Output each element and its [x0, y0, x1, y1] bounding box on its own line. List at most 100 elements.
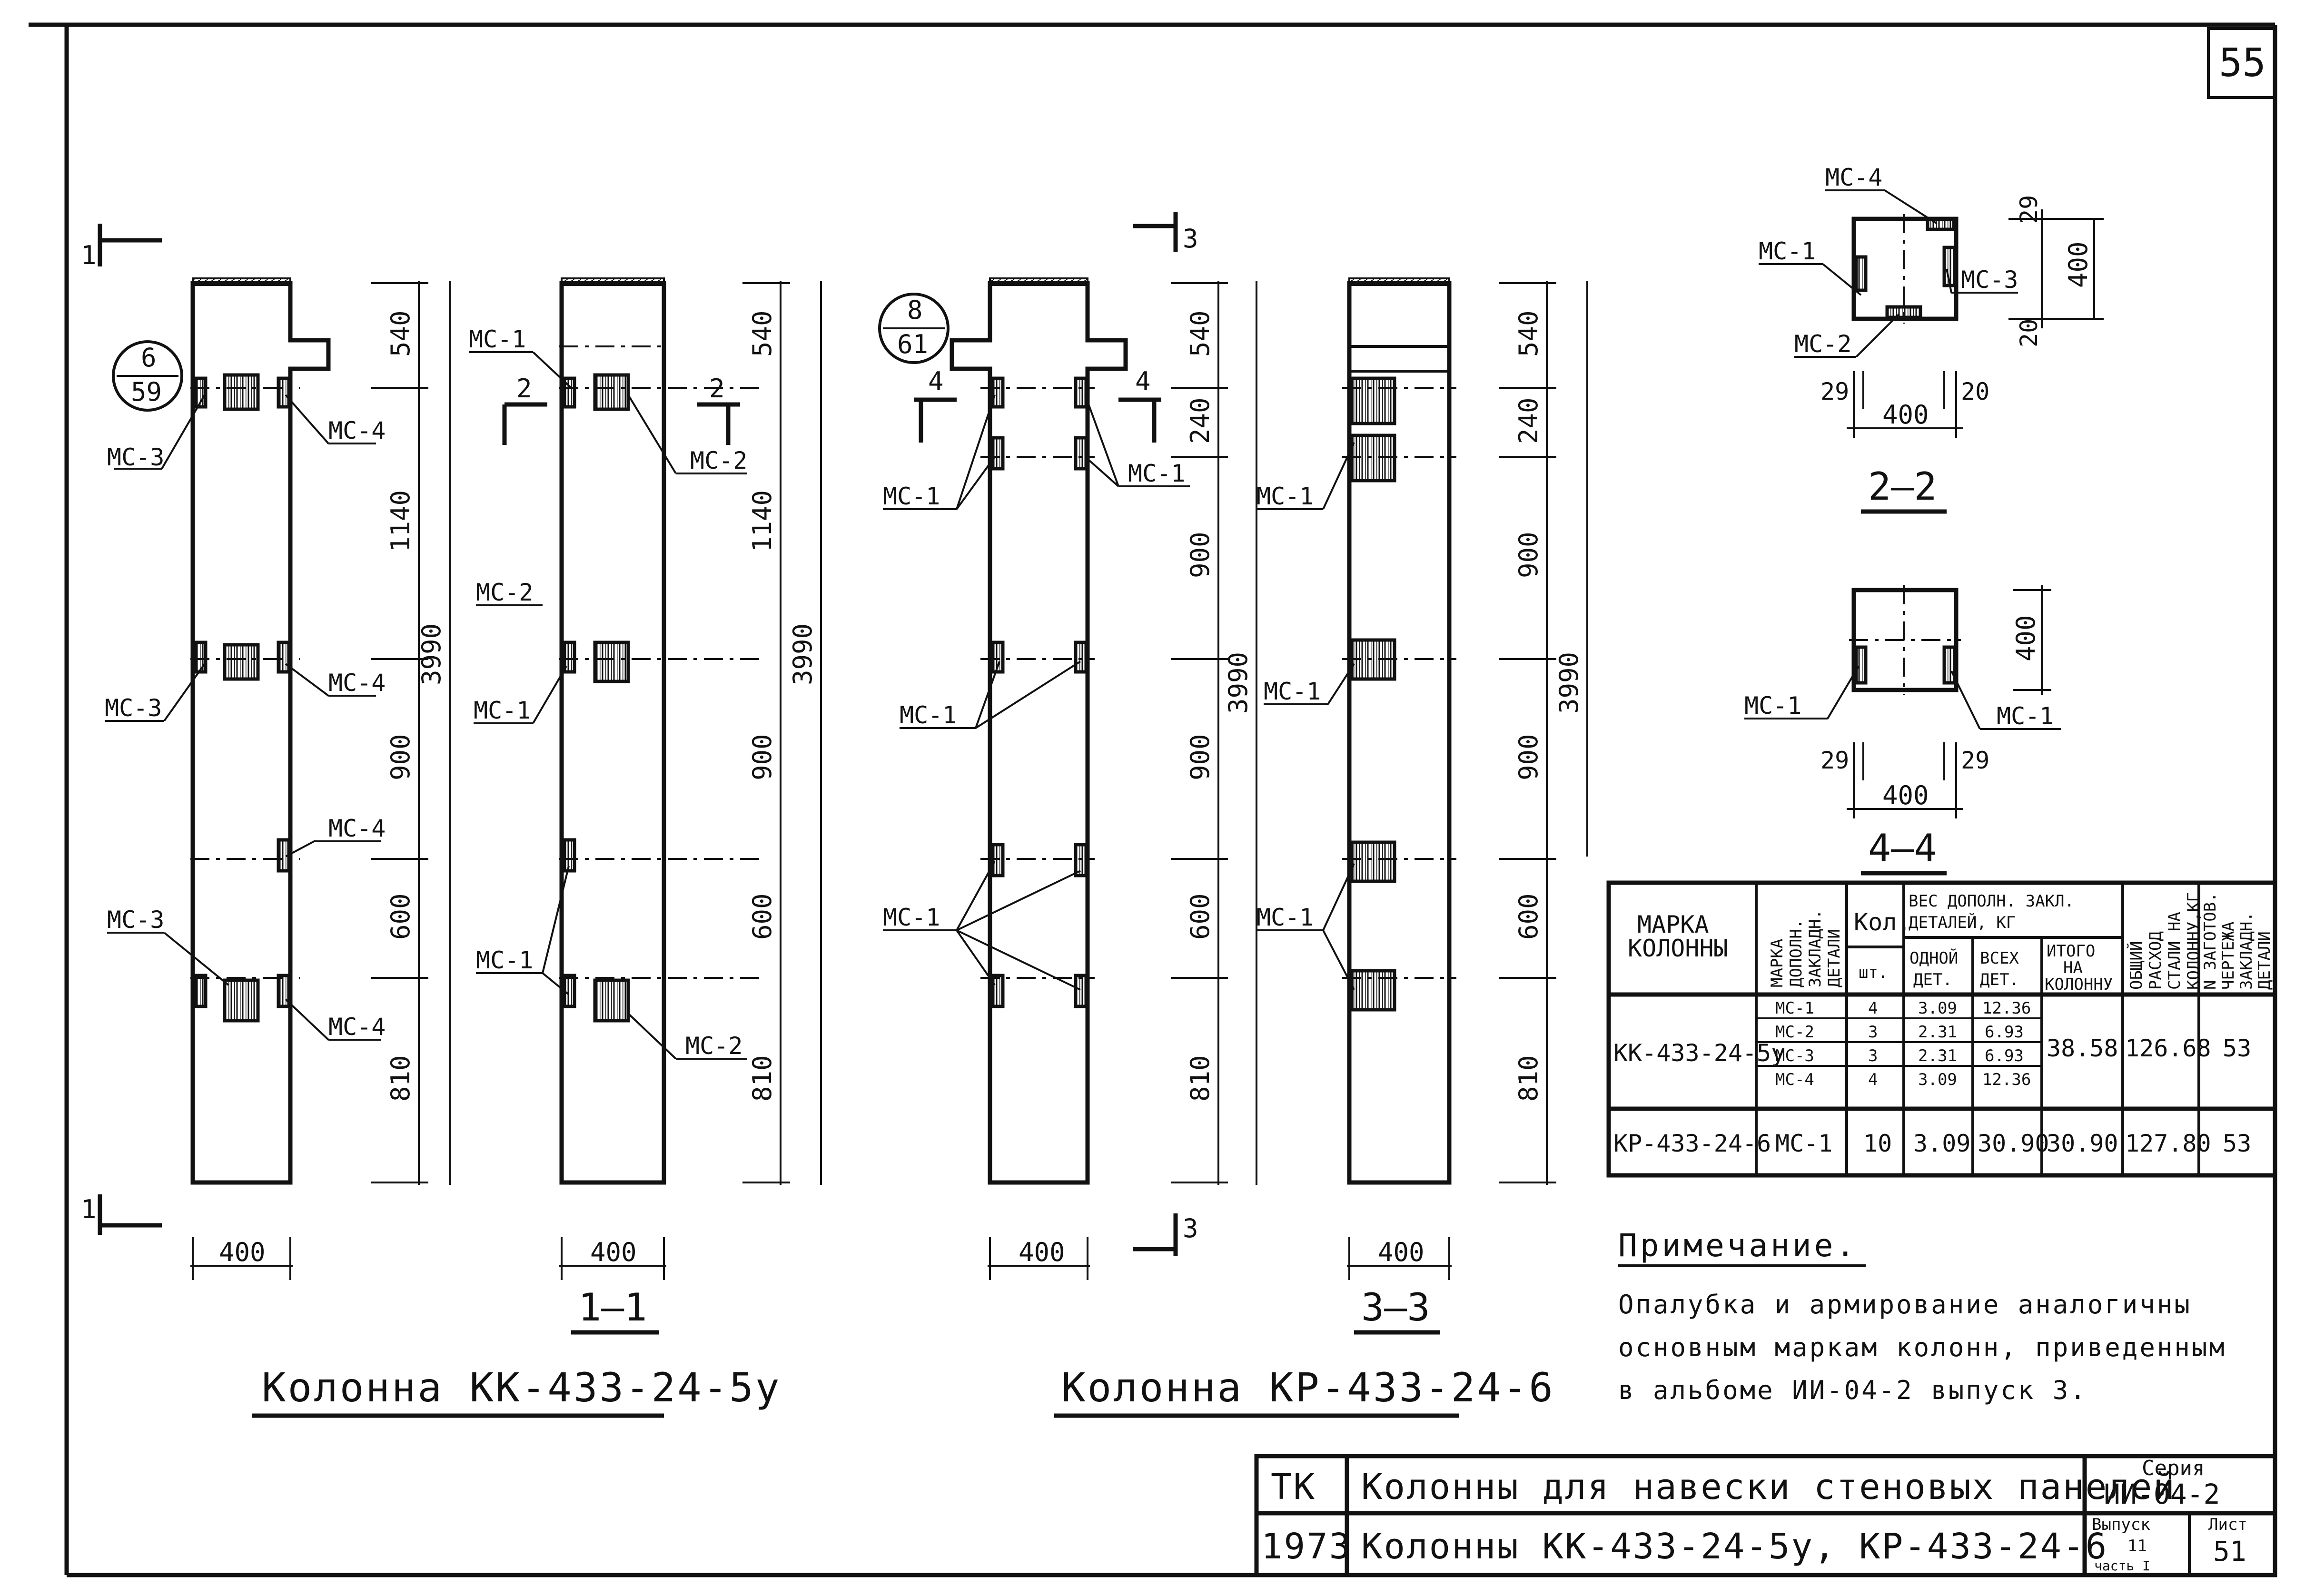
row1-d3-all: 6.93 [1985, 1046, 2024, 1065]
th-all-1: ВСЕХ [1980, 949, 2019, 968]
kk-width: 400 [219, 1237, 266, 1267]
section-mark-3-bottom: 3 [1183, 1213, 1198, 1243]
section-mark-1-bottom: 1 [81, 1194, 97, 1224]
th-mark-1: МАРКА [1637, 911, 1709, 938]
row2-d1-one: 3.09 [1913, 1130, 1970, 1157]
row2-total: 30.90 [2047, 1130, 2118, 1157]
kk-label-mc3-c: МС-3 [107, 906, 164, 934]
tb-issue: 11 [2127, 1537, 2147, 1556]
row1-d3-one: 2.31 [1918, 1046, 1957, 1065]
tb-org: ТК [1271, 1467, 1316, 1507]
th-qty: Кол. [1854, 908, 1911, 936]
s22-label-mc3: МС-3 [1961, 266, 2018, 294]
th-sheet-1: N ЗАГОТОВ. [2201, 892, 2220, 990]
s11-dim-3: 600 [747, 893, 777, 940]
s44-dim-right: 29 [1961, 747, 1989, 774]
kr-dim-4: 600 [1185, 893, 1215, 940]
th-one-1: ОДНОЙ [1909, 948, 1958, 968]
s33-dim-3: 900 [1514, 734, 1543, 780]
s22-dim-bottom: 20 [2015, 319, 2043, 347]
th-detail-mark-2: ДОПОЛН. [1787, 919, 1806, 987]
section-3-3: МС-1 МС-1 МС-1 540 240 900 900 600 810 3… [1256, 277, 1588, 1335]
th-total-1: ИТОГО [2047, 942, 2095, 961]
s22-width: 400 [1882, 400, 1929, 430]
kk-circle-ref: 6 59 [112, 340, 183, 412]
s22-label-mc1: МС-1 [1759, 237, 1816, 265]
s11-label-mc2-b: МС-2 [476, 579, 533, 606]
th-total-2: НА [2063, 958, 2083, 977]
section-1-1-label: 1—1 [578, 1285, 647, 1330]
tb-title2: Колонны КК-433-24-5у, КР-433-24-6 [1361, 1526, 2108, 1567]
row1-total: 38.58 [2047, 1034, 2118, 1062]
kr-label-mc1-a: МС-1 [883, 483, 940, 510]
title-block: ТК 1973 Колонны для навески стеновых пан… [1254, 1454, 2277, 1577]
row2-sheet: 53 [2223, 1130, 2251, 1157]
tb-series-label: Серия [2142, 1456, 2205, 1480]
s33-dim-1: 240 [1514, 397, 1543, 444]
kr-circle-ref-bottom: 61 [897, 329, 928, 359]
tb-title1: Колонны для навески стеновых панелей [1361, 1467, 2176, 1507]
note-heading: Примечание. [1618, 1227, 1858, 1264]
kr-dim-2: 900 [1185, 532, 1215, 578]
kk-label-mc4-d: МС-4 [328, 1013, 386, 1041]
tb-part: часть I [2094, 1558, 2150, 1574]
s11-dim-2: 900 [747, 734, 777, 780]
s22-dim-top: 29 [2015, 195, 2043, 224]
row1-d1-qty: 4 [1868, 999, 1878, 1018]
section-mark-3-top: 3 [1183, 224, 1198, 254]
kr-dimensions: 540 240 900 900 600 810 3990 400 [988, 281, 1257, 1280]
note-line1: Опалубка и армирование аналогичны [1618, 1290, 2192, 1320]
row2-d1-mark: МС-1 [1775, 1130, 1832, 1157]
row1-d2-all: 6.93 [1985, 1023, 2024, 1042]
s11-label-mc2-c: МС-2 [685, 1032, 742, 1060]
kk-circle-ref-bottom: 59 [131, 377, 162, 407]
s22-label-mc2: МС-2 [1794, 330, 1851, 358]
column-titles: Колонна КК-433-24-5у Колонна КР-433-24-6 [252, 1364, 1555, 1418]
row1-d2-mark: МС-2 [1775, 1023, 1814, 1042]
s33-dim-4: 600 [1514, 893, 1543, 940]
s44-label-mc1-a: МС-1 [1744, 692, 1801, 719]
th-steel-2: РАСХОД [2146, 931, 2165, 990]
kr-title: Колонна КР-433-24-6 [1061, 1364, 1555, 1411]
kr-total-height: 3990 [1223, 652, 1253, 714]
kk-dimensions: 540 1140 900 600 810 3990 400 [190, 281, 451, 1280]
th-weight-1: ВЕС ДОПОЛН. ЗАКЛ. [1909, 892, 2074, 911]
row1-d4-mark: МС-4 [1775, 1070, 1814, 1089]
s22-dim-left: 29 [1820, 378, 1849, 405]
tb-issue-label: Выпуск [2092, 1515, 2150, 1534]
th-qty-unit: шт. [1859, 963, 1888, 982]
tb-year: 1973 [1261, 1526, 1352, 1567]
th-detail-mark-1: МАРКА [1768, 939, 1787, 987]
tb-sheet-label: Лист [2208, 1515, 2247, 1534]
row1-d1-mark: МС-1 [1775, 999, 1814, 1018]
kr-label-mc1-c: МС-1 [900, 701, 957, 729]
th-sheet-4: ДЕТАЛИ [2255, 931, 2274, 990]
kr-label-mc1-d: МС-1 [883, 904, 940, 931]
page-number: 55 [2219, 40, 2266, 86]
section-mark-4: 4 4 [914, 366, 1161, 443]
kk-circle-ref-top: 6 [141, 343, 157, 373]
th-steel-4: КОЛОННУ,КГ [2184, 892, 2203, 990]
row1-d4-qty: 4 [1868, 1070, 1878, 1089]
row1-d1-all: 12.36 [1982, 999, 2031, 1018]
kk-dim-1: 1140 [386, 490, 415, 552]
section-mark-2-right: 2 [709, 374, 725, 404]
kk-label-mc4-a: МС-4 [328, 417, 386, 444]
kr-width: 400 [1019, 1237, 1065, 1267]
th-sheet-3: ЗАКЛАДН. [2237, 912, 2256, 990]
note: Примечание. Опалубка и армирование анало… [1618, 1227, 2225, 1405]
s11-total-height: 3990 [788, 623, 818, 685]
s11-label-mc1-a: МС-1 [469, 325, 526, 353]
s33-label-mc1-a: МС-1 [1256, 483, 1314, 510]
s33-dim-0: 540 [1514, 310, 1543, 357]
row2-column: КР-433-24-6 [1613, 1130, 1771, 1157]
kk-dim-4: 810 [386, 1055, 415, 1102]
row2-d1-all: 30.90 [1978, 1130, 2049, 1157]
th-detail-mark-3: ЗАКЛАДН. [1806, 909, 1825, 987]
s33-total-height: 3990 [1554, 652, 1584, 714]
kk-label-mc3-b: МС-3 [105, 694, 162, 722]
row1-d3-mark: МС-3 [1775, 1046, 1814, 1065]
section-1-1: 2 2 МС-1 МС-2 МС-2 МС-1 МС-1 МС-2 540 11… [469, 277, 822, 1335]
note-line3: в альбоме ИИ-04-2 выпуск 3. [1618, 1375, 2087, 1405]
